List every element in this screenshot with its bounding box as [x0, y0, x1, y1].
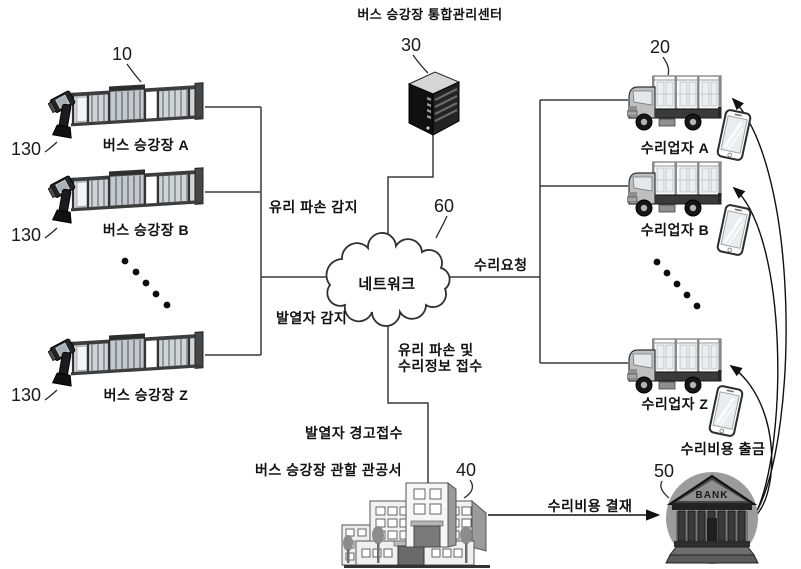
repair-truck-a-icon [627, 74, 723, 132]
busstop-rail-lines [205, 106, 345, 356]
network-cloud [312, 225, 462, 329]
ref-50: 50 [654, 461, 675, 481]
repairer-rail-lines [445, 99, 628, 364]
bus-stop-a-label: 버스 승강장 A [102, 137, 190, 153]
leader-40 [463, 479, 474, 499]
edge-glass-repair-info-line1: 유리 파손 및 [398, 342, 474, 358]
thermal-camera-b-icon [48, 173, 82, 225]
server-to-cloud-line [387, 131, 434, 258]
leader-10 [126, 63, 142, 83]
leader-130b [44, 227, 58, 239]
office-caption: 버스 승강장 관할 관공서 [255, 462, 402, 478]
repairer-b-label: 수리업자 B [640, 222, 710, 238]
ref-20: 20 [650, 37, 671, 57]
ellipsis-dots-left [121, 257, 171, 309]
bus-shelter-b-icon [69, 167, 205, 215]
bank-icon: BANK [662, 466, 762, 566]
edge-repair-request: 수리요청 [474, 257, 528, 273]
bus-stop-z-label: 버스 승강장 Z [103, 387, 189, 403]
network-label: 네트워크 [358, 276, 416, 293]
edge-fever-detect: 발열자 감지 [276, 310, 348, 326]
repair-truck-z-icon [627, 337, 723, 395]
bus-shelter-a-icon [69, 82, 205, 130]
leader-30 [412, 54, 429, 74]
thermal-camera-z-icon [48, 336, 82, 388]
edge-fever-alert-receive: 발열자 경고접수 [305, 425, 404, 441]
leader-60 [435, 215, 448, 239]
leader-50 [660, 480, 670, 499]
server-icon [403, 67, 461, 137]
diagram-title: 버스 승강장 통합관리센터 [357, 7, 503, 22]
edge-glass-damage-detect: 유리 파손 감지 [269, 199, 359, 215]
repair-truck-b-icon [627, 160, 723, 218]
edge-glass-repair-info-line2: 수리정보 접수 [398, 358, 483, 374]
ref-30: 30 [401, 35, 422, 55]
withdraw-arrow-z [729, 364, 773, 519]
bus-shelter-z-icon [69, 331, 205, 379]
leader-130a [44, 141, 58, 153]
ref-130-b: 130 [11, 225, 42, 245]
edge-repair-cost-payment: 수리비용 결재 [547, 498, 633, 514]
repairer-z-label: 수리업자 Z [641, 396, 709, 412]
ref-60: 60 [434, 196, 455, 216]
cloud-to-office-line [387, 305, 429, 486]
bank-sign: BANK [696, 490, 729, 501]
withdraw-arrow-b [732, 186, 779, 514]
bus-stop-b-label: 버스 승강장 B [102, 222, 190, 238]
ellipsis-dots-right [653, 258, 701, 310]
edge-repair-cost-withdraw: 수리비용 출금 [680, 441, 766, 457]
thermal-camera-a-icon [48, 88, 82, 140]
leader-20 [662, 56, 670, 76]
ref-10: 10 [112, 44, 133, 64]
office-building-icon [338, 477, 496, 569]
ref-130-z: 130 [11, 385, 42, 405]
ref-40: 40 [456, 460, 477, 480]
repairer-a-label: 수리업자 A [640, 140, 710, 156]
leader-130z [44, 389, 58, 401]
ref-130-a: 130 [11, 139, 42, 159]
